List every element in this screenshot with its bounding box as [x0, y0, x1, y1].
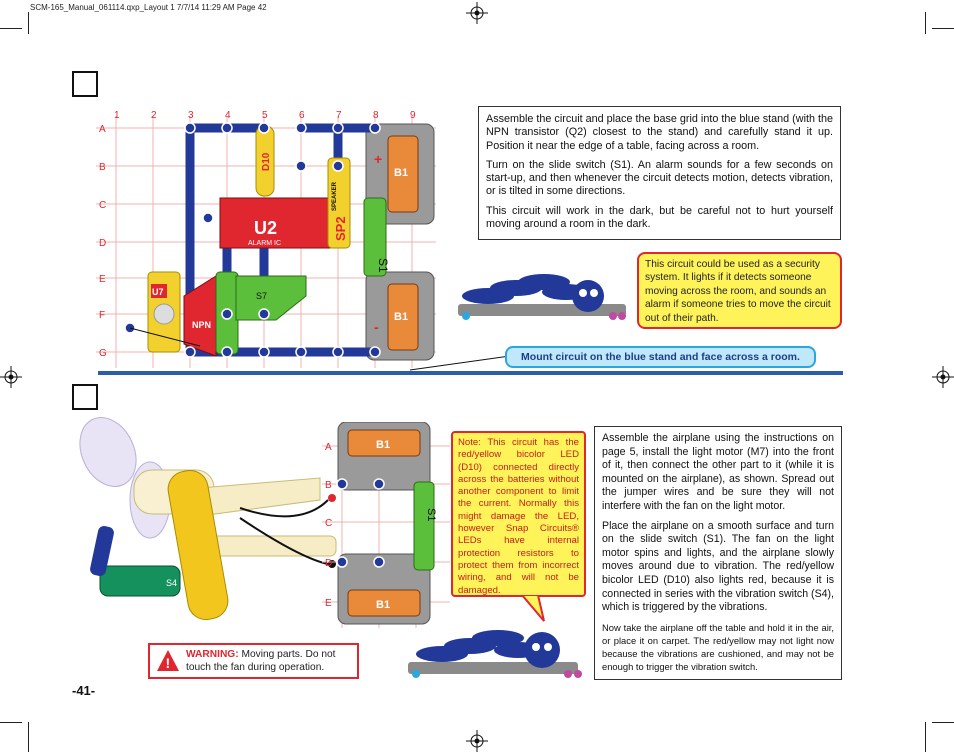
- svg-text:+: +: [374, 151, 382, 167]
- paragraph: Turn on the slide switch (S1). An alarm …: [486, 158, 833, 198]
- grid-row-label: B: [325, 480, 332, 491]
- grid-row-label: B: [99, 162, 106, 173]
- grid-row-label: D: [325, 558, 332, 569]
- npn-label: NPN: [192, 320, 211, 330]
- battery-label: B1: [376, 439, 390, 451]
- warning-title: WARNING:: [186, 649, 239, 660]
- crop-mark: [925, 12, 926, 34]
- paragraph: Assemble the circuit and place the base …: [486, 113, 833, 152]
- grid-col-label: 1: [114, 110, 120, 121]
- svg-text:-: -: [374, 319, 379, 335]
- registration-mark-icon: [466, 730, 488, 752]
- project1-instructions: Assemble the circuit and place the base …: [478, 106, 841, 240]
- grid-col-label: 4: [225, 110, 231, 121]
- registration-mark-icon: [932, 366, 954, 388]
- led-note-callout: Note: This circuit has the red/yellow bi…: [451, 431, 586, 597]
- registration-mark-icon: [466, 2, 488, 24]
- crop-mark: [932, 722, 954, 723]
- grid-row-label: E: [99, 274, 106, 285]
- warning-triangle-icon: !: [157, 650, 179, 671]
- section-divider: [98, 371, 843, 375]
- circuit-diagram-1: 1 2 3 4 5 6 7 8 9 A B C D E F G B1 B1 + …: [96, 110, 436, 368]
- battery-label: B1: [394, 311, 408, 323]
- project-number-box: [72, 71, 98, 97]
- d10-label: D10: [261, 152, 272, 171]
- crop-mark: [0, 722, 22, 723]
- warning-box: ! WARNING: Moving parts. Do not touch th…: [148, 643, 359, 679]
- crop-mark: [0, 28, 22, 29]
- grid-col-label: 2: [151, 110, 157, 121]
- snappy-mascot-illustration: [408, 630, 582, 678]
- crop-mark: [932, 28, 954, 29]
- speaker-label: SPEAKER: [332, 181, 338, 211]
- grid-row-label: A: [325, 442, 332, 453]
- u7-label: U7: [152, 287, 164, 297]
- warning-text: Moving parts. Do not touch the fan durin…: [186, 649, 336, 673]
- battery-label: B1: [376, 599, 390, 611]
- registration-mark-icon: [0, 366, 22, 388]
- u2-label: U2: [254, 218, 277, 238]
- battery-label: B1: [394, 167, 408, 179]
- grid-row-label: F: [99, 310, 105, 321]
- grid-row-label: E: [325, 598, 332, 609]
- grid-col-label: 7: [336, 110, 342, 121]
- circuit-diagram-2: A B C D E B1 B1 S1: [322, 422, 450, 628]
- s7-label: S7: [256, 291, 267, 301]
- callout-pointer: [520, 595, 545, 622]
- s1-label: S1: [425, 508, 437, 521]
- paragraph: This circuit will work in the dark, but …: [486, 204, 833, 231]
- file-header: SCM-165_Manual_061114.qxp_Layout 1 7/7/1…: [30, 3, 267, 12]
- airplane-illustration: S4: [79, 417, 337, 620]
- paragraph: Assemble the airplane using the instruct…: [602, 432, 834, 512]
- project-number-box: [72, 384, 98, 410]
- arrow-icon: [409, 355, 511, 371]
- grid-row-label: C: [99, 200, 106, 211]
- grid-col-label: 3: [188, 110, 194, 121]
- grid-row-label: A: [99, 124, 106, 135]
- crop-mark: [28, 722, 29, 752]
- page-number: -41-: [72, 683, 96, 698]
- project2-instructions: Assemble the airplane using the instruct…: [594, 426, 842, 680]
- grid-row-label: C: [325, 518, 332, 529]
- sp2-label: SP2: [333, 216, 348, 241]
- crop-mark: [925, 722, 926, 752]
- security-callout: This circuit could be used as a security…: [637, 252, 842, 329]
- paragraph: Place the airplane on a smooth surface a…: [602, 519, 834, 614]
- paragraph: Now take the airplane off the table and …: [602, 621, 834, 672]
- u2-sublabel: ALARM IC: [248, 240, 281, 247]
- grid-row-label: D: [99, 238, 106, 249]
- snappy-mascot-illustration: [458, 274, 626, 320]
- svg-text:!: !: [166, 655, 171, 671]
- grid-row-label: G: [99, 348, 107, 359]
- grid-col-label: 9: [410, 110, 416, 121]
- s4-label: S4: [166, 578, 177, 588]
- grid-col-label: 6: [299, 110, 305, 121]
- grid-col-label: 8: [373, 110, 379, 121]
- crop-mark: [28, 12, 29, 34]
- grid-col-label: 5: [262, 110, 268, 121]
- s1-label: S1: [376, 258, 390, 273]
- mount-label: Mount circuit on the blue stand and face…: [505, 346, 816, 368]
